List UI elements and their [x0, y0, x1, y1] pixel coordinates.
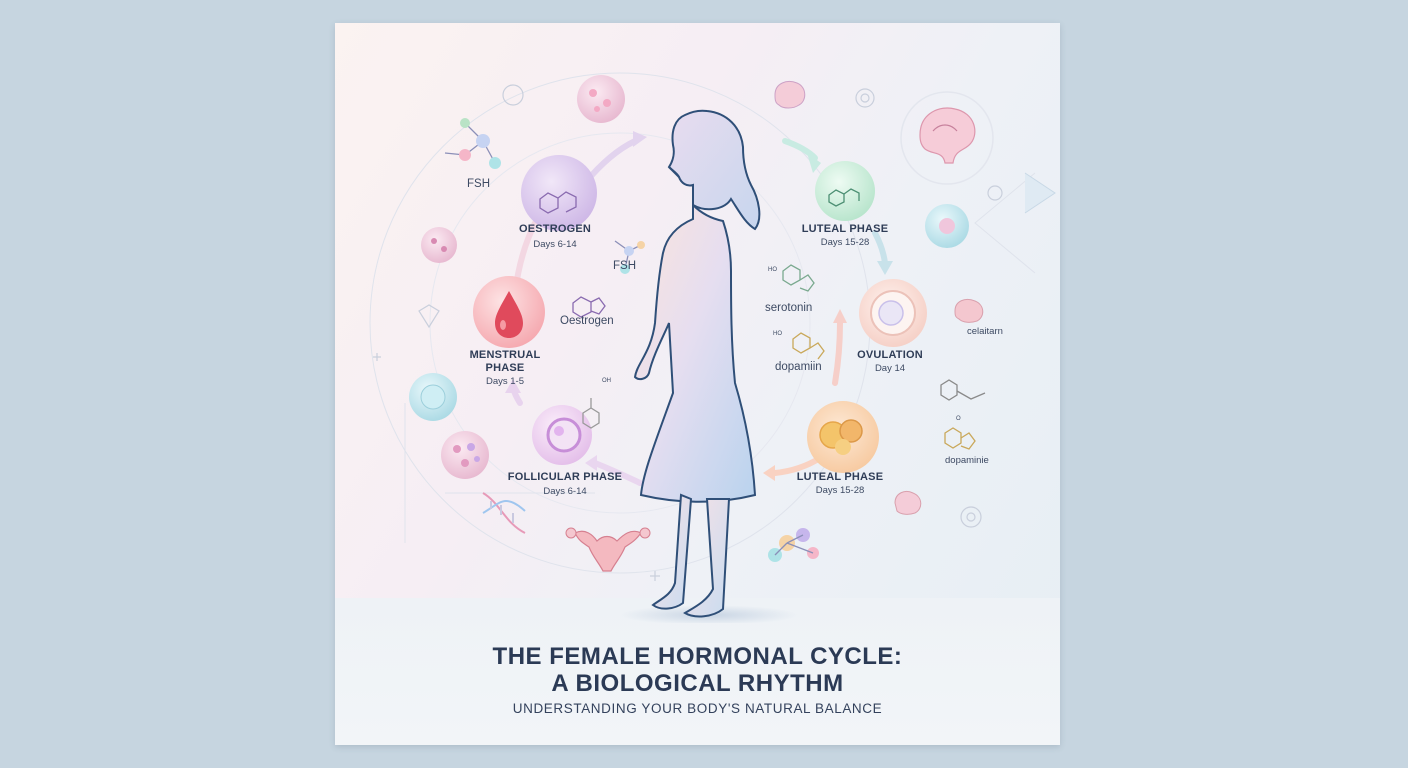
- molecule-structures: [444, 118, 986, 562]
- oestrogen-label: Oestrogen: [560, 315, 614, 327]
- oestrogen-circle: [521, 155, 597, 231]
- luteal-top-phase-days: Days 15-28: [820, 237, 870, 248]
- follicular-circle: [532, 405, 592, 465]
- chem-o-label: O: [956, 416, 961, 422]
- ovulation-circle: [859, 279, 927, 347]
- chem-ho-label-1: HO: [768, 267, 777, 273]
- menstrual-circle: [473, 276, 545, 348]
- decorative-icons: [373, 84, 1003, 581]
- dna-icon: [482, 492, 526, 534]
- luteal-bottom-phase-days: Days 15-28: [815, 485, 865, 496]
- chem-oh-label: OH: [602, 378, 611, 384]
- luteal-top-phase-title: LUTEAL PHASE: [801, 223, 889, 235]
- follicular-phase-days: Days 6-14: [543, 486, 587, 497]
- luteal-bottom-circle: [807, 401, 879, 473]
- cycle-diagram: [369, 72, 1056, 623]
- fsh-center-label: FSH: [613, 260, 636, 272]
- poster-title-line2: A BIOLOGICAL RHYTHM: [551, 670, 844, 697]
- follicular-phase-title: FOLLICULAR PHASE: [507, 471, 623, 483]
- dopamine-right-label: dopaminie: [945, 455, 989, 466]
- luteal-bottom-phase-title: LUTEAL PHASE: [796, 471, 884, 483]
- uterus-icon: [565, 527, 651, 572]
- oestrogen-phase-days: Days 6-14: [533, 239, 577, 250]
- woman-figure: [619, 109, 799, 623]
- luteal-top-circle: [815, 161, 875, 221]
- background-lines: [369, 72, 1056, 574]
- poster: OESTROGEN Days 6-14 MENSTRUAL PHASE Days…: [335, 23, 1060, 745]
- decorative-cells: [409, 75, 994, 515]
- ovulation-phase-title: OVULATION: [857, 349, 923, 361]
- poster-subtitle: UNDERSTANDING YOUR BODY'S NATURAL BALANC…: [512, 701, 883, 716]
- celaitarn-label: celaitarn: [967, 326, 1003, 337]
- menstrual-phase-title-line2: PHASE: [485, 362, 525, 374]
- oestrogen-phase-title: OESTROGEN: [518, 223, 592, 235]
- poster-title-line1: THE FEMALE HORMONAL CYCLE:: [492, 643, 903, 670]
- serotonin-label: serotonin: [765, 302, 813, 314]
- chem-ho-label-2: HO: [773, 331, 782, 337]
- dopamine-center-label: dopamiin: [775, 361, 822, 373]
- menstrual-phase-days: Days 1-5: [485, 376, 524, 387]
- menstrual-phase-title-line1: MENSTRUAL: [469, 349, 541, 361]
- fsh-left-label: FSH: [467, 178, 490, 190]
- ovulation-phase-days: Day 14: [874, 363, 906, 374]
